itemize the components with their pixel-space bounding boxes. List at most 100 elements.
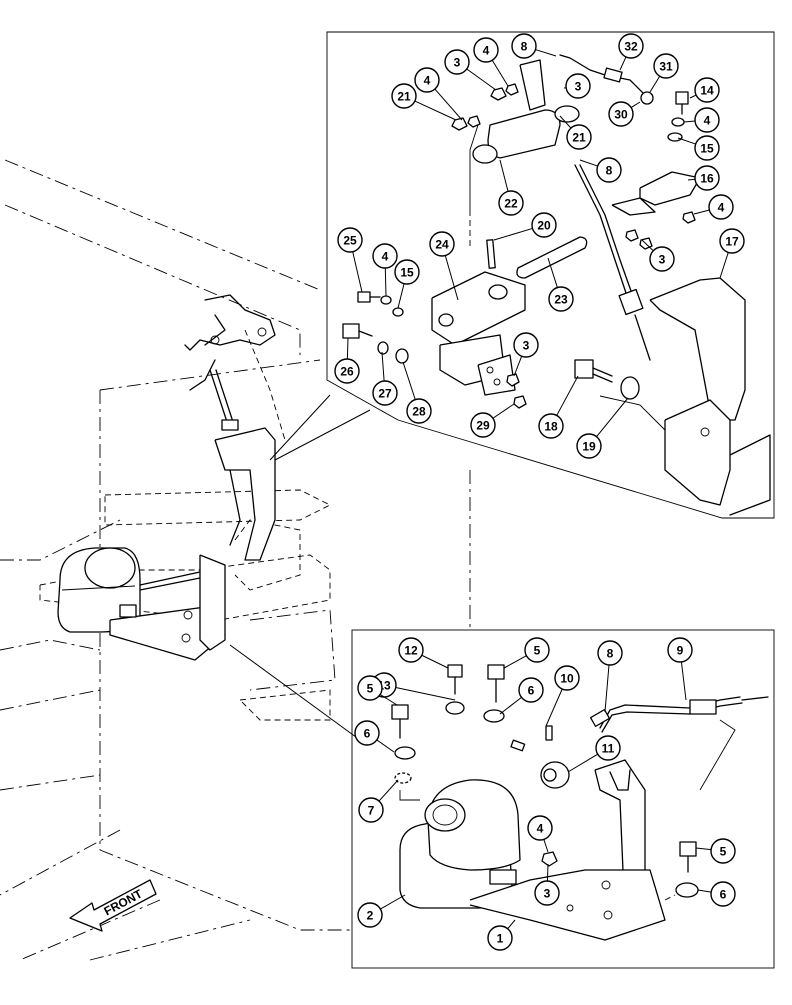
callout-leader: [698, 890, 711, 892]
callout-bottom-3: 3: [535, 864, 559, 905]
callout-top-21: 21: [560, 116, 591, 149]
callout-top-31: 31: [650, 54, 678, 92]
callout-leader: [547, 864, 548, 881]
callout-number: 31: [659, 60, 673, 74]
callout-top-27: 27: [373, 352, 397, 405]
callout-number: 27: [378, 387, 392, 401]
callout-number: 25: [343, 234, 357, 248]
callout-bottom-2: 2: [358, 895, 405, 927]
callout-leader: [684, 121, 695, 122]
callout-leader: [546, 689, 562, 726]
callout-top-23: 23: [548, 258, 573, 311]
callout-leader: [631, 102, 640, 108]
callout-top-26: 26: [335, 338, 359, 383]
callout-number: 4: [537, 822, 544, 836]
callout-bottom-12: 12: [399, 638, 448, 668]
callout-number: 18: [544, 420, 558, 434]
callout-leader: [720, 252, 728, 278]
callout-leader: [398, 284, 404, 308]
callout-leader: [597, 398, 628, 437]
callout-number: 5: [534, 644, 541, 658]
callout-leader: [379, 780, 398, 801]
callout-leader: [347, 338, 348, 359]
callout-bottom-6: 6: [698, 882, 735, 906]
callout-leader: [557, 376, 578, 415]
callout-top-25: 25: [338, 228, 362, 292]
callout-number: 6: [720, 888, 727, 902]
callout-leader: [681, 662, 686, 700]
callout-number: 3: [523, 339, 530, 353]
callout-leader: [508, 920, 515, 929]
callout-top-3: 3: [564, 74, 590, 98]
callout-number: 32: [624, 40, 638, 54]
callout-top-28: 28: [403, 362, 431, 423]
callout-number: 14: [700, 84, 714, 98]
callout-number: 4: [704, 114, 711, 128]
callout-number: 23: [554, 293, 568, 307]
callout-top-32: 32: [619, 34, 643, 70]
callout-number: 12: [404, 644, 418, 658]
callout-number: 1: [497, 932, 504, 946]
callout-bottom-6: 6: [355, 721, 394, 752]
callout-leader: [690, 95, 696, 98]
callout-bottom-9: 9: [668, 638, 692, 700]
callout-number: 21: [397, 90, 411, 104]
callout-top-17: 17: [720, 229, 744, 278]
callout-bottom-5: 5: [504, 638, 549, 668]
callout-number: 3: [575, 80, 582, 94]
callout-number: 24: [435, 238, 449, 252]
callout-number: 15: [400, 266, 414, 280]
callout-top-18: 18: [539, 376, 578, 438]
callout-leader: [380, 895, 405, 909]
callout-top-20: 20: [494, 213, 556, 240]
callout-number: 17: [725, 235, 739, 249]
callout-number: 6: [364, 727, 371, 741]
overview-assembly: [58, 295, 275, 660]
callout-number: 8: [607, 647, 614, 661]
callout-bottom-8: 8: [598, 641, 622, 712]
callout-number: 15: [700, 142, 714, 156]
callout-leader: [415, 101, 456, 120]
callout-top-15: 15: [678, 136, 719, 160]
callout-number: 30: [614, 108, 628, 122]
top-detail-panel: [327, 32, 774, 518]
callout-leader: [353, 252, 362, 292]
callout-leader: [422, 655, 448, 668]
callout-leader: [678, 138, 696, 144]
callout-top-4: 4: [684, 108, 719, 132]
callout-top-8: 8: [512, 34, 556, 58]
callout-number: 3: [544, 887, 551, 901]
callout-leader: [500, 160, 508, 191]
callout-leader: [580, 160, 598, 166]
callout-leader: [492, 60, 508, 86]
callout-leader: [605, 665, 609, 712]
callout-leader: [493, 404, 514, 418]
front-arrow: FRONT: [70, 880, 156, 931]
callout-bottom-4: 4: [528, 816, 552, 852]
callout-leader: [494, 228, 533, 240]
callout-leader: [568, 754, 598, 772]
callout-number: 28: [412, 405, 426, 419]
callout-leader: [620, 57, 626, 70]
callout-leader: [544, 839, 548, 852]
callout-number: 11: [602, 742, 615, 756]
callout-number: 7: [368, 804, 375, 818]
callout-leader: [403, 362, 415, 400]
callout-top-19: 19: [577, 398, 628, 458]
callout-top-3: 3: [514, 333, 538, 376]
callout-leader: [694, 210, 709, 214]
callout-number: 2: [367, 909, 374, 923]
callout-number: 16: [700, 172, 714, 186]
callout-leader: [396, 687, 455, 700]
callout-bottom-6: 6: [500, 678, 543, 714]
callout-leader: [504, 656, 526, 668]
callout-number: 20: [537, 219, 551, 233]
callout-number: 5: [720, 845, 727, 859]
callout-number: 10: [560, 672, 574, 686]
callout-leader: [514, 356, 522, 376]
callout-number: 8: [606, 164, 613, 178]
callout-bottom-7: 7: [359, 780, 398, 822]
